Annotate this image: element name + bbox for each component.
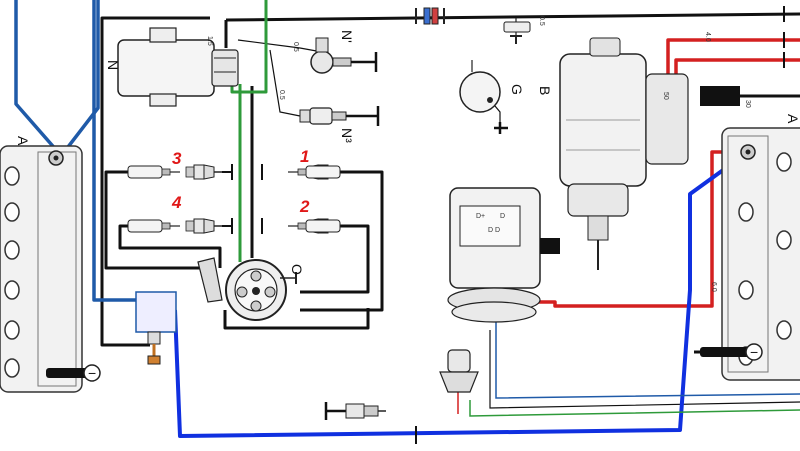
spark-plug-2: 2	[261, 197, 341, 234]
sensor-label: N³	[339, 128, 355, 143]
plug-number-1: 1	[300, 147, 309, 166]
wire-red-starter-2	[674, 58, 800, 86]
wire-top-main	[225, 12, 800, 22]
wire-coil-frame	[100, 16, 210, 347]
plug-number-2: 2	[299, 197, 310, 216]
battery-left: − A	[0, 136, 101, 393]
wire-plug-1	[300, 170, 384, 312]
battery-right: − A	[700, 114, 800, 381]
starter-motor: B 50 30 4.0 6.0	[537, 32, 751, 292]
distributor: O	[197, 257, 305, 321]
battery-left-label: A	[15, 136, 31, 146]
generator-icon	[447, 187, 560, 323]
gen-terminal-dd: D D	[488, 227, 500, 234]
coil-wire-gauge: 1.5	[206, 36, 213, 46]
battery-left-negative-cable	[46, 368, 94, 378]
generator: D+ D D D	[447, 187, 560, 323]
spark-plug-4: 4	[127, 193, 233, 234]
oil-lamp: G	[459, 60, 525, 134]
plug-number-3: 3	[172, 149, 182, 168]
spark-plug-1: 1	[261, 147, 341, 180]
bottom-sender	[324, 402, 386, 420]
starter-motor-icon	[559, 37, 689, 270]
wire-crossings	[415, 6, 785, 444]
wire-plug-4	[118, 224, 222, 268]
spark-plugs: 3 4 1 2	[127, 147, 341, 234]
wire-reg-lower	[489, 330, 800, 409]
coil-icon	[117, 27, 239, 107]
distributor-icon	[197, 257, 297, 321]
oil-lamp-label: G	[509, 84, 525, 95]
top-switch: 0.5	[503, 16, 545, 44]
fuse	[415, 7, 445, 25]
vacuum-label: N'	[339, 30, 355, 43]
battery-left-minus: −	[88, 365, 96, 381]
lamp-icon	[459, 71, 501, 113]
plug-number-4: 4	[171, 193, 182, 212]
battery-right-minus: −	[750, 344, 758, 360]
coil-label: N	[105, 60, 121, 70]
spark-plug-3: 3	[127, 149, 233, 180]
wire-green-top	[230, 0, 268, 94]
gen-terminal-dplus: D+	[476, 213, 485, 220]
starter-wire-60: 6.0	[710, 282, 717, 292]
reg-terminal-d: D	[500, 213, 505, 220]
wire-sensor	[269, 49, 301, 117]
vacuum-unit: N' 0.5	[292, 30, 378, 74]
wire-blue-to-relay	[92, 0, 136, 302]
wire-blue-left-2	[56, 0, 100, 162]
battery-icon	[721, 127, 800, 381]
wire-dist-bottom	[223, 308, 370, 330]
battery-right-label: A	[785, 114, 800, 124]
oil-pressure-switch	[439, 349, 479, 393]
relay	[135, 291, 177, 365]
wire-green-lower	[469, 400, 800, 417]
battery-right-negative-cable	[700, 347, 750, 357]
vacuum-wire-gauge: 0.5	[292, 42, 299, 52]
wire-blue-left-1	[14, 0, 60, 154]
wire-blue-bottom	[173, 150, 750, 438]
starter-terminal-30: 30	[744, 100, 751, 108]
sensor-wire-gauge: 0.5	[278, 90, 285, 100]
wire-plug-2	[300, 224, 370, 294]
distributor-label: O	[289, 264, 305, 275]
starter-cable-lug	[700, 86, 740, 106]
sensor-unit: N³ 0.5	[278, 90, 380, 143]
ignition-coil: N 1.5	[105, 27, 239, 107]
top-switch-wire-gauge: 0.5	[538, 16, 545, 26]
starter-label: B	[537, 86, 553, 95]
wire-vacuum	[237, 39, 323, 53]
starter-terminal-50: 50	[662, 92, 669, 100]
battery-icon	[0, 145, 83, 393]
starter-wire-40: 4.0	[704, 32, 711, 42]
wire-plug-3	[104, 170, 210, 270]
